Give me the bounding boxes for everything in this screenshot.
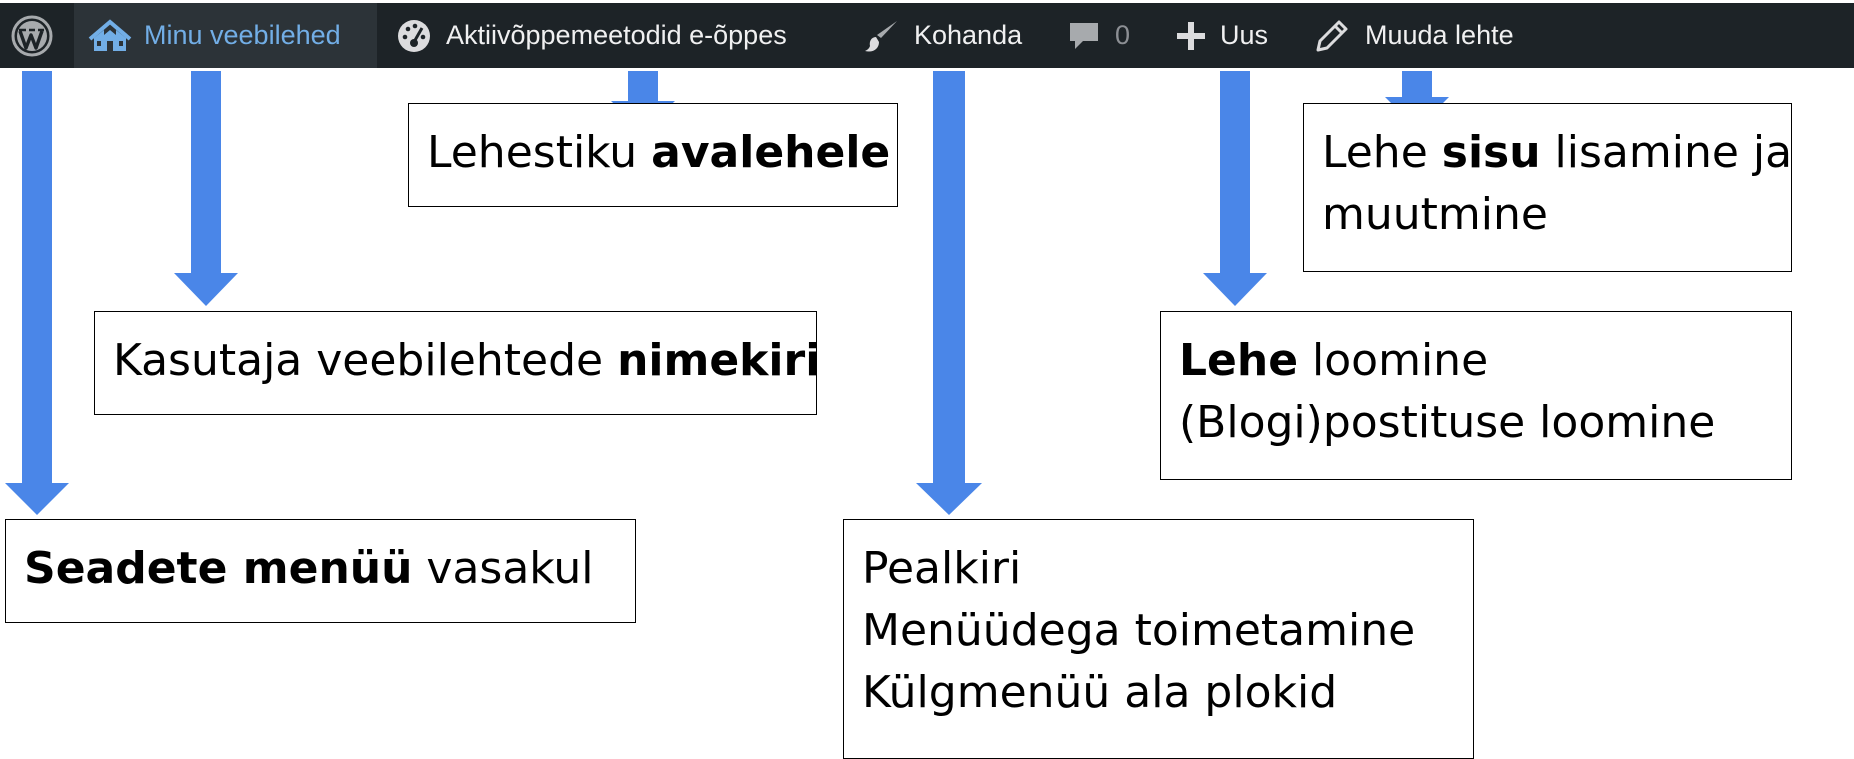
plus-icon — [1176, 21, 1206, 51]
arrow-to-settings-menu — [5, 71, 69, 515]
new-content-label: Uus — [1220, 20, 1269, 50]
pencil-icon — [1315, 19, 1349, 53]
callout-customize: Pealkiri Menüüdega toimetamine Külgmenüü… — [843, 519, 1474, 759]
customize-link[interactable]: Kohanda — [864, 3, 1022, 68]
my-sites-menu[interactable]: Minu veebilehed — [74, 3, 377, 68]
my-sites-icon — [88, 18, 132, 53]
site-name-label: Aktiivõppemeetodid e-õppes — [446, 20, 787, 50]
site-name-menu[interactable]: Aktiivõppemeetodid e-õppes — [396, 3, 787, 68]
wordpress-logo-icon — [11, 15, 53, 57]
wp-logo-menu[interactable] — [0, 3, 64, 68]
edit-page-link[interactable]: Muuda lehte — [1315, 3, 1514, 68]
arrow-to-customize — [916, 71, 982, 515]
callout-site-home: Lehestiku avalehele — [408, 103, 898, 207]
comments-link[interactable]: 0 — [1067, 3, 1130, 68]
new-content-menu[interactable]: Uus — [1176, 3, 1268, 68]
admin-bar: Minu veebilehed Aktiivõppemeetodid e-õpp… — [0, 3, 1854, 68]
callout-settings-menu: Seadete menüü vasakul — [5, 519, 636, 623]
paintbrush-icon — [864, 18, 900, 54]
comments-count: 0 — [1115, 20, 1131, 50]
customize-label: Kohanda — [914, 20, 1023, 50]
my-sites-label: Minu veebilehed — [144, 20, 341, 50]
arrow-to-sites-list — [174, 71, 238, 306]
callout-edit-page: Lehe sisu lisamine ja muutmine — [1303, 103, 1792, 272]
arrow-to-new-content — [1203, 71, 1267, 306]
callout-sites-list: Kasutaja veebilehtede nimekiri — [94, 311, 820, 415]
dashboard-gauge-icon — [396, 18, 432, 54]
edit-page-label: Muuda lehte — [1365, 20, 1514, 50]
comment-bubble-icon — [1067, 19, 1101, 53]
callout-new-content: Lehe loomine (Blogi)postituse loomine — [1160, 311, 1792, 480]
